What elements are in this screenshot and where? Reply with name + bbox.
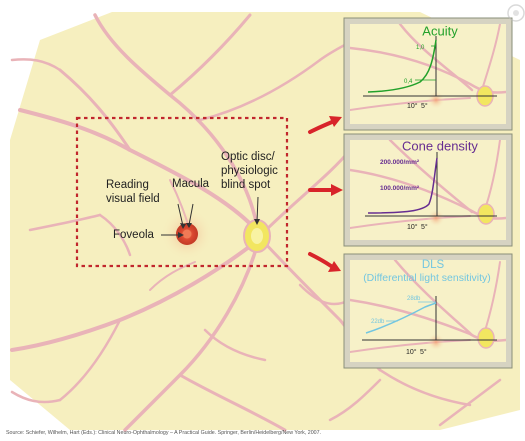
cone-density-curve [367, 157, 438, 214]
acuity-y-value-2: 0,4 [404, 79, 413, 85]
dls-x-tick-10: 10° [406, 348, 417, 356]
red-arrows [308, 120, 334, 268]
cone-y-value-1: 200.000/mm² [380, 159, 420, 166]
acuity-x-tick-5: 5° [421, 102, 428, 110]
cone-title: Cone density [402, 139, 478, 154]
dls-x-tick-5: 5° [420, 348, 427, 356]
acuity-x-tick-10: 10° [407, 102, 418, 110]
dls-curve [365, 302, 437, 334]
pointer-arrowhead-2 [186, 223, 192, 228]
cone-y-value-2: 100.000/mm² [380, 185, 420, 192]
dls-title-line1: DLS [422, 259, 445, 271]
arrowhead-acuity [329, 116, 342, 127]
label-reading-line1: Reading [106, 179, 149, 191]
pointer-arrowhead-4 [254, 219, 260, 225]
acuity-y-value-1: 1,0 [416, 45, 425, 51]
cone-x-tick-5: 5° [421, 223, 428, 231]
dls-title-line2: (Differential light sensitivity) [363, 272, 491, 284]
panel-dls [343, 253, 513, 369]
arrowhead-cone [331, 184, 343, 196]
acuity-title: Acuity [422, 24, 458, 39]
acuity-curve [367, 39, 437, 93]
retinal-vessels [10, 13, 502, 432]
panel-cone-density [343, 133, 513, 247]
pointer-arrowhead-3 [178, 232, 184, 238]
foveola-center [182, 229, 192, 239]
dls-y-value-1: 28db [407, 296, 421, 302]
label-optic-line2: physiologic [221, 165, 278, 177]
label-optic-line3: blind spot [221, 179, 271, 191]
cone-x-tick-10: 10° [407, 223, 418, 231]
label-foveola: Foveola [113, 229, 155, 241]
panel-acuity [343, 17, 513, 131]
label-reading-line2: visual field [106, 193, 160, 205]
pointer-arrowhead-1 [180, 223, 186, 229]
dls-y-value-2: 22db [371, 319, 385, 325]
source-citation: Source: Schiefer, Wilhelm, Hart (Eds.): … [6, 430, 322, 436]
optic-disc-cup [251, 228, 263, 244]
label-optic-line1: Optic disc/ [221, 151, 275, 163]
reading-field-box [75, 116, 289, 268]
arrowhead-dls [328, 261, 341, 272]
label-macula: Macula [172, 178, 210, 190]
corner-logo-icon [507, 4, 525, 22]
label-pointers [161, 196, 259, 236]
